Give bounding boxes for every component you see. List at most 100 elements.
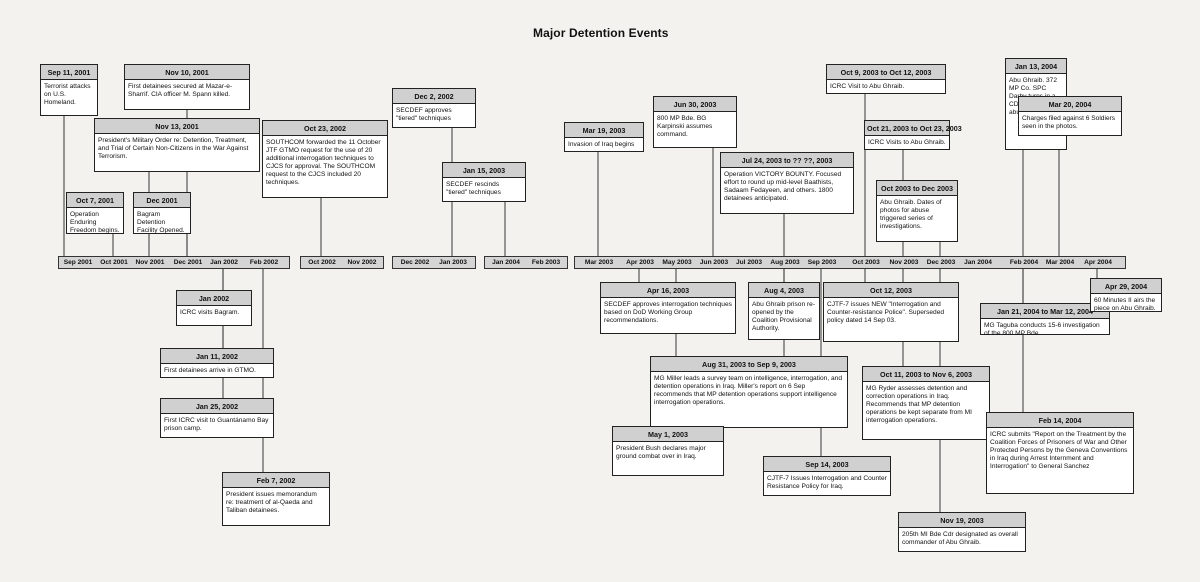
timeline-tick-label: Oct 2002	[308, 259, 336, 266]
event-date: Oct 9, 2003 to Oct 12, 2003	[827, 65, 945, 80]
timeline-tick-label: Nov 2003	[889, 259, 919, 266]
event-description: MG Taguba conducts 15-6 investigation of…	[984, 322, 1100, 337]
timeline-tick-label: Sep 2003	[807, 259, 837, 266]
event-description: Charges filed against 6 Soldiers seen in…	[1022, 115, 1116, 130]
event-date: Oct 21, 2003 to Oct 23, 2003	[865, 121, 962, 136]
event-date: Dec 2, 2002	[393, 89, 475, 104]
event-description: President issues memorandum re: treatmen…	[226, 491, 317, 514]
event-date: Jun 30, 2003	[654, 97, 736, 112]
event-date: Aug 31, 2003 to Sep 9, 2003	[651, 357, 847, 372]
event-description: ICRC Visit to Abu Ghraib.	[830, 83, 905, 90]
event-date: Oct 2003 to Dec 2003	[877, 181, 957, 196]
event-description: CJTF-7 issues NEW "Interrogation and Cou…	[827, 301, 945, 324]
event-date: Nov 19, 2003	[899, 513, 1025, 528]
timeline-tick-label: Dec 2001	[173, 259, 203, 266]
event-box: Apr 29, 2004 60 Minutes II airs the piece…	[1090, 278, 1162, 312]
event-date: Oct 11, 2003 to Nov 6, 2003	[863, 367, 989, 382]
timeline-tick-label: Aug 2003	[770, 259, 800, 266]
event-description: CJTF-7 Issues Interrogation and Counter …	[767, 475, 887, 490]
event-date: Nov 10, 2001	[125, 65, 249, 80]
event-box: Jun 30, 2003 800 MP Bde. BG Karpinski ass…	[653, 96, 737, 148]
timeline-tick-label: Jul 2003	[735, 259, 763, 266]
event-date: Jan 25, 2002	[161, 399, 273, 414]
timeline-tick-label: Nov 2001	[135, 259, 165, 266]
event-description: 205th MI Bde Cdr designated as overall c…	[902, 531, 1018, 546]
event-description: Terrorist attacks on U.S. Homeland.	[44, 83, 91, 106]
event-date: Mar 20, 2004	[1019, 97, 1121, 112]
timeline-tick-label: Dec 2003	[926, 259, 956, 266]
timeline-tick-label: Jan 2004	[492, 259, 520, 266]
timeline-tick-label: Jan 2004	[964, 259, 992, 266]
timeline-tick-label: Oct 2001	[100, 259, 128, 266]
event-description: First ICRC visit to Guantánamo Bay priso…	[164, 417, 269, 432]
event-date: Oct 7, 2001	[67, 193, 123, 208]
event-description: SECDEF rescinds "tiered" techniques	[446, 181, 501, 196]
timeline-tick-label: Jun 2003	[699, 259, 729, 266]
event-description: 800 MP Bde. BG Karpinski assumes command…	[657, 115, 713, 138]
timeline-tick-label: Sep 2001	[63, 259, 93, 266]
event-date: Sep 14, 2003	[764, 457, 890, 472]
event-date: Jan 13, 2004	[1006, 59, 1066, 74]
event-date: Sep 11, 2001	[41, 65, 97, 80]
timeline-tick-label: Mar 2004	[1045, 259, 1075, 266]
diagram-title: Major Detention Events	[533, 26, 669, 40]
timeline-bar: Sep 2001 Oct 2001 Nov 2001 Dec 2001 Jan 2002…	[58, 256, 290, 269]
timeline-tick-label: Apr 2003	[626, 259, 654, 266]
event-description: Bagram Detention Facility Opened.	[137, 211, 185, 234]
event-description: MG Miller leads a survey team on intelli…	[654, 375, 843, 406]
event-description: SECDEF approves interrogation techniques…	[604, 301, 732, 324]
event-description: ICRC visits Bagram.	[180, 309, 240, 316]
timeline-tick-label: Jan 2003	[439, 259, 467, 266]
event-description: Abu Ghraib. Dates of photos for abuse tr…	[880, 199, 942, 230]
timeline-tick-label: Feb 2004	[1009, 259, 1039, 266]
event-description: President's Military Order re: Detention…	[98, 137, 249, 160]
event-description: Operation Enduring Freedom begins.	[70, 211, 120, 234]
event-description: SECDEF approves "tiered" techniques	[396, 107, 452, 122]
timeline-tick-label: Apr 2004	[1084, 259, 1112, 266]
timeline-tick-label: Feb 2002	[249, 259, 279, 266]
event-description: ICRC Visits to Abu Ghraib.	[868, 139, 946, 146]
event-box: Aug 31, 2003 to Sep 9, 2003 MG Miller lea…	[650, 356, 848, 428]
event-date: Jan 15, 2003	[443, 163, 525, 178]
event-date: Oct 23, 2002	[263, 121, 387, 136]
event-description: Operation VICTORY BOUNTY. Focused effort…	[724, 171, 842, 202]
event-date: Jan 11, 2002	[161, 349, 273, 364]
event-description: Abu Ghraib prison re-opened by the Coali…	[752, 301, 816, 332]
timeline-tick-label: Mar 2003	[584, 259, 614, 266]
event-date: Apr 16, 2003	[601, 283, 735, 298]
timeline-tick-label: Jan 2002	[210, 259, 238, 266]
event-date: Oct 12, 2003	[824, 283, 958, 298]
event-date: Apr 29, 2004	[1091, 279, 1161, 294]
event-date: May 1, 2003	[613, 427, 723, 442]
timeline-tick-label: May 2003	[662, 259, 692, 266]
event-description: Invasion of Iraq begins	[568, 141, 635, 148]
timeline-bar: Mar 2003 Apr 2003 May 2003 Jun 2003 Jul 2003…	[574, 256, 1126, 269]
event-date: Jul 24, 2003 to ?? ??, 2003	[721, 153, 853, 168]
event-description: 60 Minutes II airs the piece on Abu Ghra…	[1094, 297, 1156, 312]
event-description: President Bush declares major ground com…	[616, 445, 706, 460]
event-date: Feb 14, 2004	[987, 413, 1133, 428]
